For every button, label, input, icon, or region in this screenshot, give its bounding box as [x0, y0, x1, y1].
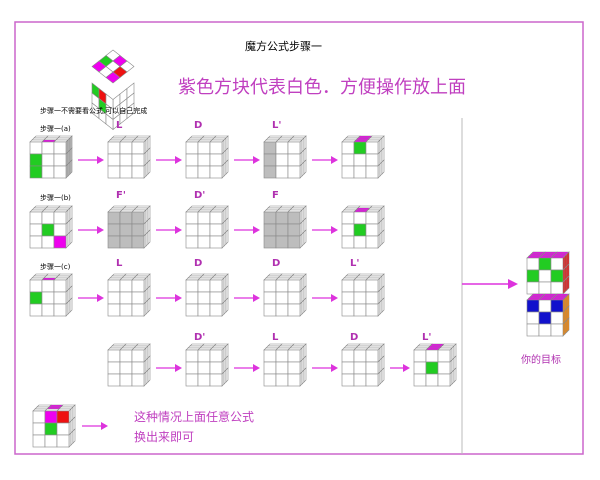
arrow-a-0	[78, 156, 104, 164]
move-label-3-2: D	[350, 332, 358, 343]
move-label-1-1: D'	[194, 190, 205, 201]
arrow-d-0	[156, 364, 182, 372]
cube-b-4	[341, 205, 385, 249]
cube-a-0	[29, 135, 73, 179]
target-label: 你的目标	[521, 355, 561, 366]
cube-c-1	[107, 273, 151, 317]
reference-cube	[91, 49, 135, 131]
arrow-b-3	[312, 226, 338, 234]
cube-b-2	[185, 205, 229, 249]
cube-c-0	[29, 273, 73, 317]
arrow-example	[82, 422, 108, 430]
move-label-2-2: D	[272, 258, 280, 269]
cube-a-4	[341, 135, 385, 179]
cube-a-3	[263, 135, 307, 179]
row-label-a: 步骤一(a)	[40, 125, 71, 133]
cube-d-3	[341, 343, 385, 387]
move-label-0-2: L'	[272, 120, 281, 131]
subtitle: 紫色方块代表白色．方便操作放上面	[178, 77, 466, 98]
move-label-0-0: L	[116, 120, 123, 131]
cube-b-3	[263, 205, 307, 249]
arrow-c-3	[312, 294, 338, 302]
arrow-c-1	[156, 294, 182, 302]
arrow-d-2	[312, 364, 338, 372]
arrow-c-0	[78, 294, 104, 302]
cube-c-3	[263, 273, 307, 317]
arrow-b-1	[156, 226, 182, 234]
cube-d-1	[185, 343, 229, 387]
arrow-a-2	[234, 156, 260, 164]
outer-border	[14, 21, 584, 455]
cube-d-2	[263, 343, 307, 387]
move-label-2-0: L	[116, 258, 123, 269]
arrow-a-1	[156, 156, 182, 164]
cube-d-0	[107, 343, 151, 387]
cube-a-2	[185, 135, 229, 179]
target-cube-1	[526, 251, 570, 295]
page-title: 魔方公式步骤一	[245, 40, 322, 53]
arrow-b-0	[78, 226, 104, 234]
bottom-text-line-1: 这种情况上面任意公式	[134, 410, 255, 424]
bottom-text-line-2: 换出来即可	[134, 430, 195, 444]
target-arrow	[462, 279, 518, 289]
cube-b-0	[29, 205, 73, 249]
move-label-1-2: F	[272, 190, 279, 201]
cube-b-1	[107, 205, 151, 249]
move-label-0-1: D	[194, 120, 202, 131]
step-note: 步骤一不需要看公式,可以自己完成	[40, 107, 148, 115]
arrow-d-3	[390, 364, 410, 372]
move-label-1-0: F'	[116, 190, 126, 201]
cube-a-1	[107, 135, 151, 179]
row-label-c: 步骤一(c)	[40, 263, 71, 271]
target-cube-2	[526, 293, 570, 337]
cube-c-4	[341, 273, 385, 317]
move-label-2-3: L'	[350, 258, 359, 269]
arrow-c-2	[234, 294, 260, 302]
cube-d-4	[413, 343, 457, 387]
move-label-2-1: D	[194, 258, 202, 269]
arrow-a-3	[312, 156, 338, 164]
move-label-3-3: L'	[422, 332, 431, 343]
arrow-d-1	[234, 364, 260, 372]
move-label-3-1: L	[272, 332, 279, 343]
cube-example	[32, 404, 76, 448]
move-label-3-0: D'	[194, 332, 205, 343]
cube-c-2	[185, 273, 229, 317]
arrow-b-2	[234, 226, 260, 234]
row-label-b: 步骤一(b)	[40, 194, 71, 202]
